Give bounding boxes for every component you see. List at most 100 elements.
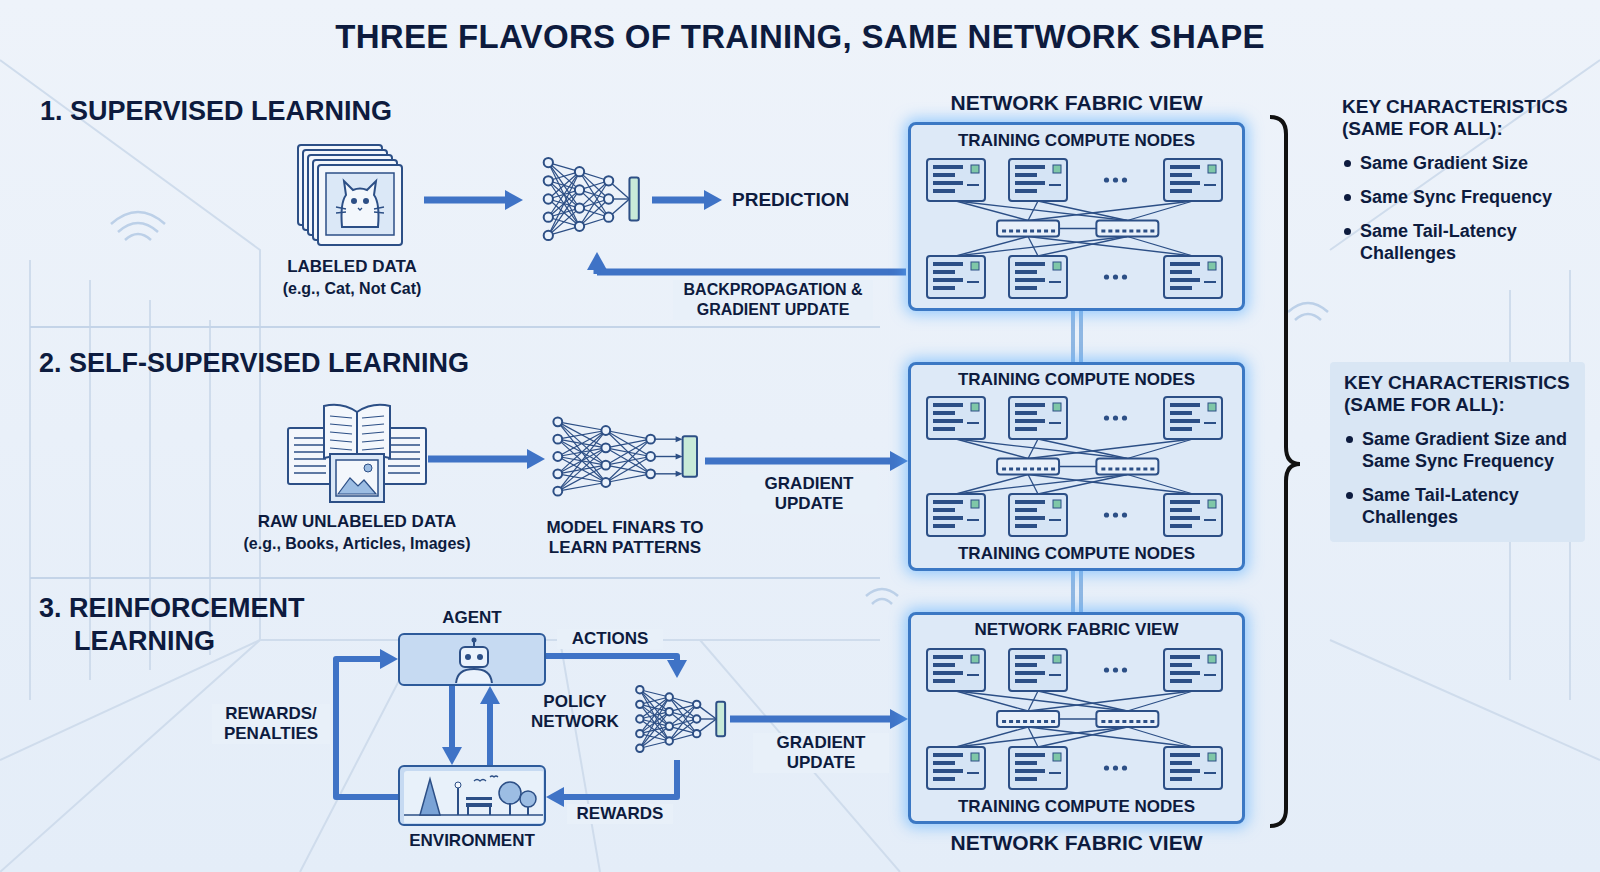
fabric-link: [1059, 228, 1096, 230]
neuron: [636, 686, 643, 693]
network-link: [548, 208, 579, 235]
prediction-arrow: [652, 197, 704, 204]
neuron: [544, 194, 553, 203]
server-slot: [933, 173, 955, 177]
switch-port: [1037, 468, 1041, 471]
network-link: [640, 697, 669, 734]
server-light: [1208, 403, 1216, 411]
fabric-link: [956, 201, 1127, 221]
server-slot: [933, 516, 963, 520]
server-light: [1053, 165, 1061, 173]
environment-box: ENVIRONMENT: [398, 765, 546, 826]
server-slot: [1015, 679, 1037, 683]
fabric-link: [1028, 439, 1193, 459]
key-characteristics-list: KEY CHARACTERISTICS (SAME FOR ALL):Same …: [1342, 96, 1587, 264]
server-slot: [1170, 181, 1200, 185]
ellipsis-dot: [1122, 177, 1127, 182]
neuron: [601, 426, 610, 435]
data-icon: RAW UNLABELED DATA(e.g., Books, Articles…: [286, 398, 428, 505]
flow-arrow: [705, 461, 890, 462]
neuron: [666, 708, 673, 715]
switch-port: [1108, 468, 1112, 471]
neuron: [575, 203, 584, 212]
neuron: [575, 167, 584, 176]
flow-arrow: [336, 659, 398, 797]
server-slot: [1170, 777, 1192, 781]
switch-port: [1016, 720, 1020, 723]
fabric-link: [1028, 691, 1038, 711]
node-label: RAW UNLABELED DATA: [258, 512, 457, 532]
ellipsis-dot: [1113, 667, 1118, 672]
server-slot: [1015, 270, 1037, 274]
server-icon: [1164, 747, 1222, 789]
fabric-link: [1028, 439, 1038, 459]
switch-port: [1143, 468, 1147, 471]
neuron: [693, 701, 700, 708]
server-slot: [967, 281, 979, 283]
server-slot: [933, 508, 955, 512]
server-slot: [933, 761, 955, 765]
server-light: [1053, 655, 1061, 663]
backprop-arrow: [594, 270, 601, 274]
switch-port: [1115, 230, 1119, 233]
node-label: NETWORK FABRIC VIEW: [951, 91, 1203, 115]
flow-arrow: [424, 200, 906, 275]
server-slot: [1015, 769, 1045, 773]
backprop-line: [597, 269, 906, 276]
server-slot: [1015, 753, 1045, 757]
arrow-tip: [676, 454, 683, 460]
neuron: [544, 231, 553, 240]
server-slot: [933, 403, 963, 407]
server-slot: [1170, 679, 1192, 683]
ellipsis-dot: [1122, 512, 1127, 517]
server-slot: [1204, 772, 1216, 774]
neuron: [666, 737, 673, 744]
switch-port: [1122, 468, 1126, 471]
server-icon: [927, 397, 985, 439]
neuron: [636, 715, 643, 722]
server-slot: [967, 184, 979, 186]
section-heading: 1. SUPERVISED LEARNING: [40, 96, 392, 127]
server-slot: [1015, 173, 1037, 177]
panel-heading: KEY CHARACTERISTICS (SAME FOR ALL):: [1344, 372, 1573, 416]
fabric-drawing: [911, 155, 1242, 302]
connector-line: [449, 686, 455, 747]
illustration: [400, 635, 543, 683]
ellipsis-dot: [1104, 274, 1109, 279]
edge-label: ACTIONS: [557, 629, 663, 649]
fabric-link: [1028, 201, 1038, 221]
server-slot: [1170, 270, 1192, 274]
neuron: [636, 745, 643, 752]
fabric-panel: NETWORK FABRIC VIEWTRAINING COMPUTE NODE…: [908, 122, 1245, 311]
server-light: [1208, 165, 1216, 173]
agent-box: AGENT: [398, 633, 546, 686]
server-icon: [1009, 747, 1067, 789]
fabric-link: [1028, 727, 1038, 747]
server-icon: [927, 747, 985, 789]
neuron: [553, 435, 562, 444]
server-slot: [933, 753, 963, 757]
server-light: [971, 753, 979, 761]
switch-port: [1037, 720, 1041, 723]
section-heading: 3. REINFORCEMENT LEARNING: [39, 592, 369, 658]
server-slot: [1049, 184, 1061, 186]
server-slot: [1015, 165, 1045, 169]
ellipsis-dot: [1113, 274, 1118, 279]
server-slot: [933, 189, 955, 193]
ellipsis-dot: [1113, 765, 1118, 770]
fabric-link: [1059, 466, 1096, 468]
server-slot: [933, 278, 963, 282]
fabric-link: [956, 201, 1028, 221]
server-slot: [1204, 674, 1216, 676]
server-slot: [1170, 500, 1200, 504]
switch-port: [1108, 230, 1112, 233]
flow-arrow: [730, 719, 890, 720]
server-slot: [1015, 189, 1037, 193]
bullet-item: Same Gradient Size and Same Sync Frequen…: [1344, 428, 1573, 472]
bullet-text: Same Tail-Latency Challenges: [1362, 484, 1573, 528]
server-slot: [1015, 262, 1045, 266]
server-slot: [1015, 671, 1045, 675]
neuron: [553, 469, 562, 478]
switch-port: [1023, 468, 1027, 471]
